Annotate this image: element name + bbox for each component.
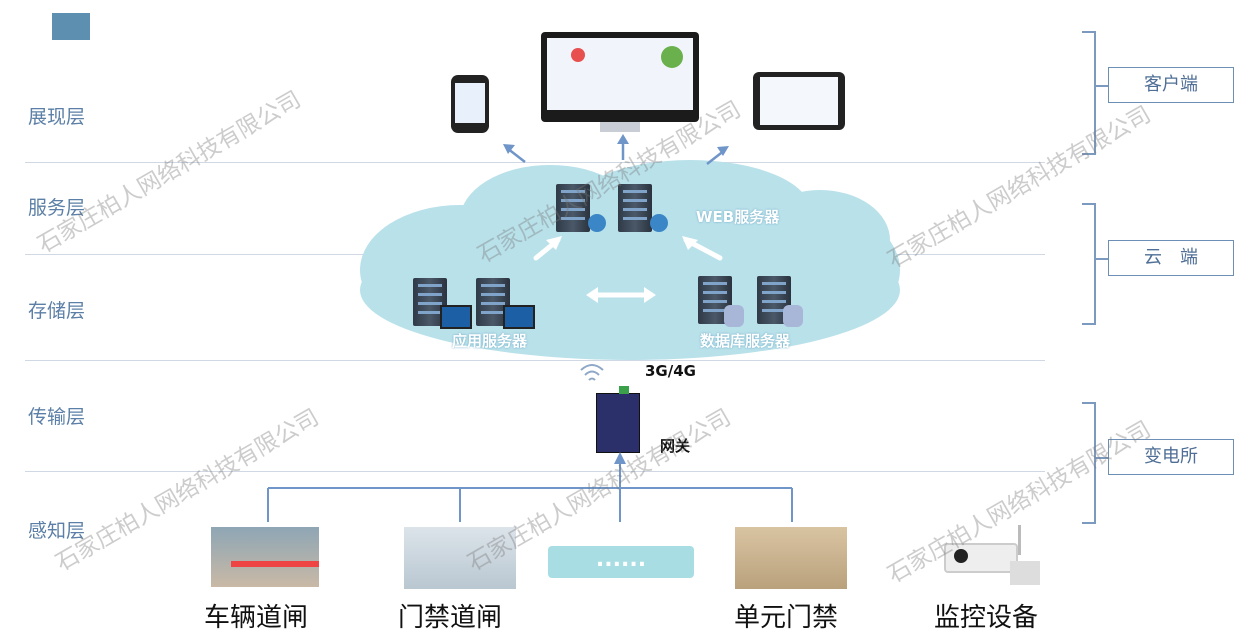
vehicle-barrier-image (211, 527, 319, 587)
bracket-tick (1094, 258, 1108, 260)
smartphone-icon (451, 75, 489, 133)
corner-square (52, 13, 90, 40)
globe-icon (650, 214, 668, 232)
gateway-icon (596, 386, 640, 453)
right-label-client: 客户端 (1108, 67, 1234, 103)
camera-icon (940, 525, 1046, 591)
tablet-icon (753, 72, 845, 130)
layer-label-service: 服务层 (28, 197, 86, 219)
web-server-icon (556, 184, 590, 232)
access-turnstile-image (404, 527, 516, 589)
layer-label-storage: 存储层 (28, 300, 86, 322)
right-label-cloud: 云 端 (1108, 240, 1234, 276)
app-server-icon (476, 278, 510, 326)
separator (25, 471, 1045, 472)
layer-label-perception: 感知层 (28, 520, 86, 542)
app-server-label: 应用服务器 (452, 332, 528, 350)
device-label-vehicle-barrier: 车辆道闸 (204, 603, 309, 633)
client-arrows (503, 134, 729, 165)
monitor-stand (600, 122, 640, 132)
more-devices-box: ...... (548, 546, 694, 578)
monitor-icon (503, 305, 535, 329)
bracket-tick (1094, 457, 1108, 459)
db-server-icon (757, 276, 791, 324)
monitor-icon (440, 305, 472, 329)
database-icon (783, 305, 803, 327)
web-server-label: WEB服务器 (696, 208, 780, 226)
layer-label-presentation: 展现层 (28, 106, 86, 128)
network-label: 3G/4G (645, 362, 696, 380)
layer-label-transport: 传输层 (28, 406, 86, 428)
device-label-monitoring: 监控设备 (934, 603, 1039, 633)
gateway-label: 网关 (660, 437, 691, 455)
bracket-tick (1094, 85, 1108, 87)
bracket-client (1082, 31, 1096, 155)
database-icon (724, 305, 744, 327)
web-server-icon (618, 184, 652, 232)
unit-door-image (735, 527, 847, 589)
separator (25, 162, 1045, 163)
desktop-monitor-icon (541, 32, 699, 122)
db-server-label: 数据库服务器 (700, 332, 791, 350)
right-label-substation: 变电所 (1108, 439, 1234, 475)
device-label-access-turnstile: 门禁道闸 (398, 603, 503, 633)
bracket-substation (1082, 402, 1096, 524)
globe-icon (588, 214, 606, 232)
device-connections (267, 452, 793, 522)
wifi-icon (580, 364, 604, 381)
bracket-cloud (1082, 203, 1096, 325)
device-label-unit-door: 单元门禁 (734, 603, 839, 633)
separator (25, 360, 1045, 361)
